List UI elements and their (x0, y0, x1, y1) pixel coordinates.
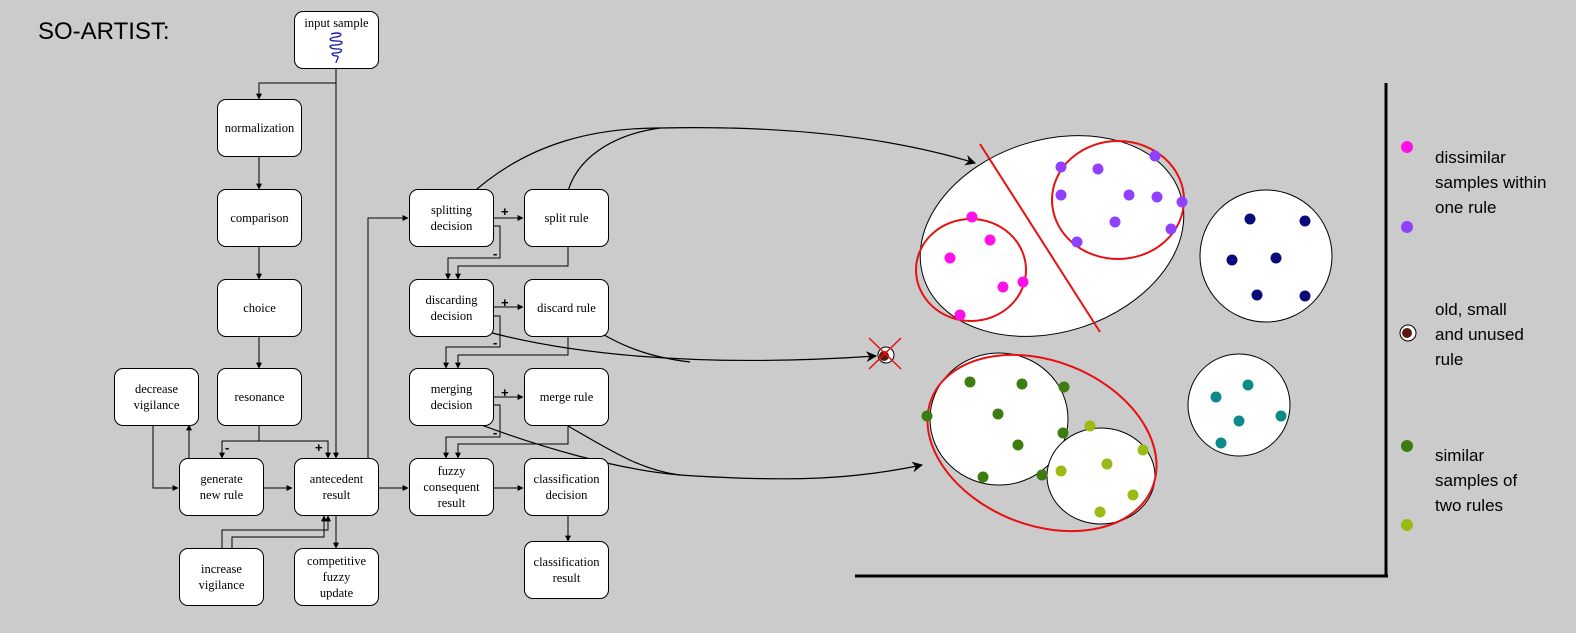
teal-rule-cluster (1187, 353, 1291, 457)
legend-similar-text: similar samples of two rules (1435, 446, 1518, 515)
competitive-fuzzy-update-box: competitive fuzzy update (294, 548, 379, 606)
flow-connectors (152, 68, 571, 549)
split-minus-sign: - (493, 246, 498, 261)
classification-result-box: classification result (524, 541, 609, 599)
merge-cluster (926, 352, 1158, 533)
generate-new-rule-box: generate new rule (179, 458, 264, 516)
old-rule-icon (1399, 324, 1417, 342)
sample-points (921, 150, 1311, 518)
navy-samples (1226, 213, 1311, 302)
split-plus-sign: + (501, 204, 509, 219)
magenta-samples (944, 211, 1029, 321)
discard-minus-sign: - (493, 335, 498, 350)
legend-dissimilar-text: dissimilar samples within one rule (1435, 148, 1547, 217)
normalization-box: normalization (217, 99, 302, 157)
legend-dark-green-dot (1401, 440, 1413, 452)
merge-minus-sign: - (493, 425, 498, 440)
legend-olive-green-dot (1401, 519, 1413, 531)
legend-old-rule-text: old, small and unused rule (1435, 300, 1524, 369)
olive-green-samples (1055, 420, 1149, 518)
fuzzy-consequent-result-box: fuzzy consequent result (409, 458, 494, 516)
navy-rule-cluster (1199, 189, 1333, 323)
split-cluster (915, 135, 1185, 337)
choice-box: choice (217, 279, 302, 337)
increase-vigilance-box: increase vigilance (179, 548, 264, 606)
splitting-decision-box: splitting decision (409, 189, 494, 247)
resonance-minus-sign: - (225, 440, 230, 455)
crossed-rule-icon (868, 337, 902, 370)
input-sample-box: input sample (294, 11, 379, 69)
violet-samples (1055, 150, 1188, 248)
diagram-title: SO-ARTIST: (38, 18, 170, 45)
plot-axes (855, 83, 1388, 578)
comparison-box: comparison (217, 189, 302, 247)
curves-to-plot (462, 127, 977, 480)
resonance-plus-sign: + (315, 440, 323, 455)
discard-plus-sign: + (501, 295, 509, 310)
antecedent-result-box: antecedent result (294, 458, 379, 516)
input-sample-label: input sample (304, 16, 369, 30)
merge-rule-box: merge rule (524, 368, 609, 426)
merge-plus-sign: + (501, 385, 509, 400)
split-rule-box: split rule (524, 189, 609, 247)
spiral-icon (329, 32, 343, 64)
discard-rule-box: discard rule (524, 279, 609, 337)
legend-magenta-dot (1401, 141, 1413, 153)
classification-decision-box: classification decision (524, 458, 609, 516)
resonance-box: resonance (217, 368, 302, 426)
dark-green-samples (921, 376, 1070, 483)
decrease-vigilance-box: decrease vigilance (114, 368, 199, 426)
teal-samples (1210, 379, 1287, 449)
merging-decision-box: merging decision (409, 368, 494, 426)
legend-violet-dot (1401, 221, 1413, 233)
discarding-decision-box: discarding decision (409, 279, 494, 337)
